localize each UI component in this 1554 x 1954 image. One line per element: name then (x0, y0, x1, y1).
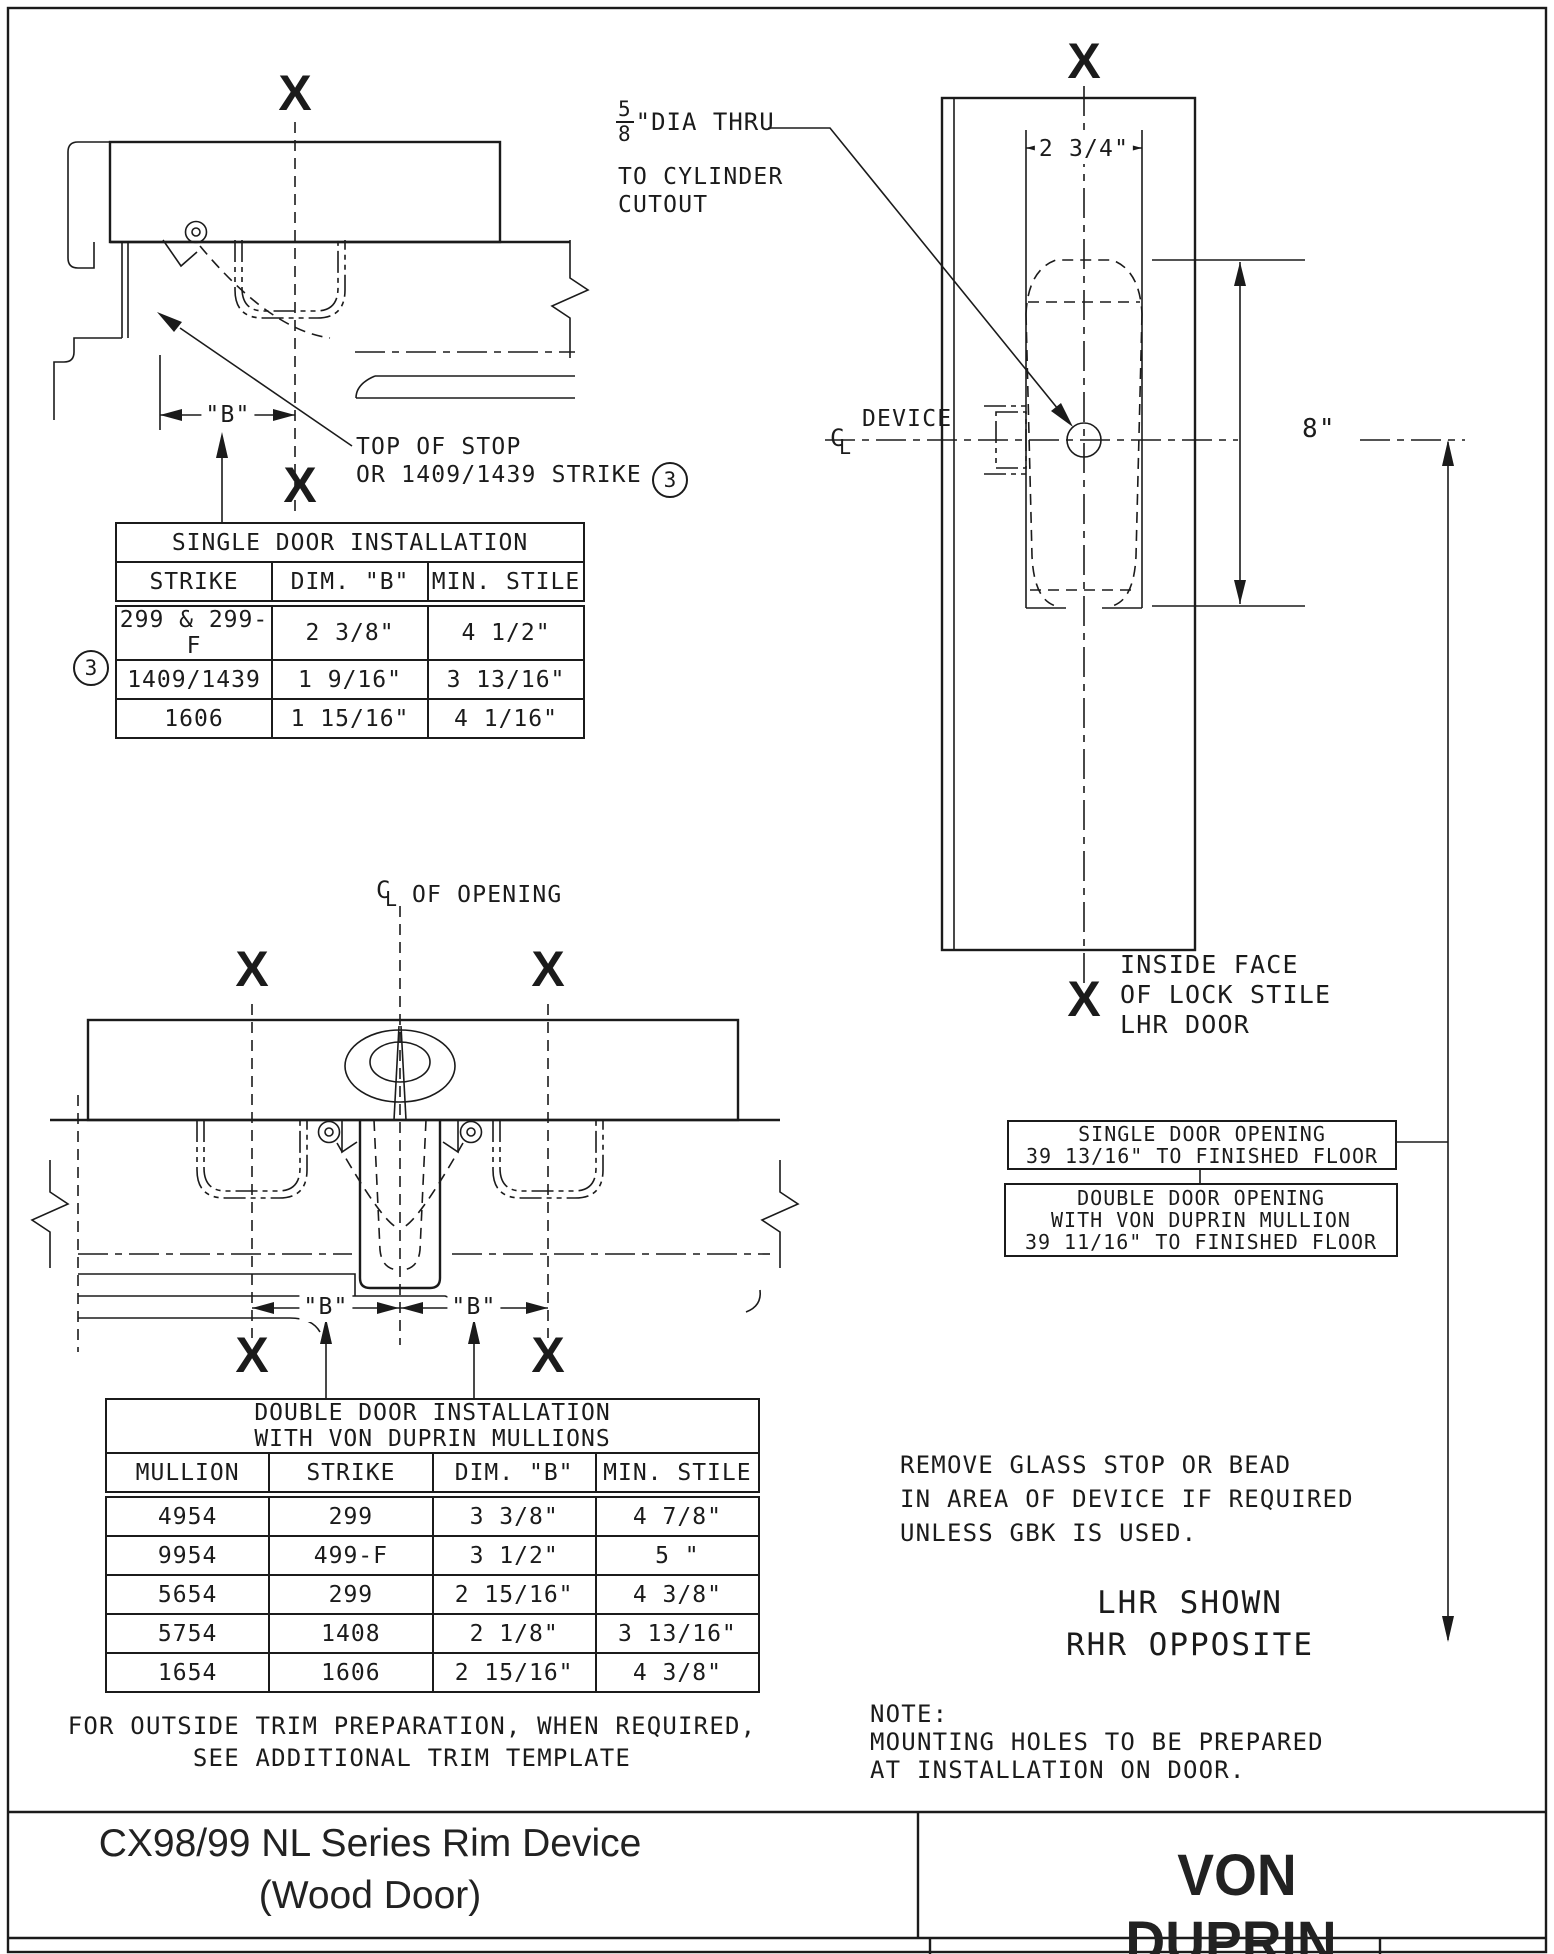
table-cell: 4 3/8" (594, 1574, 761, 1615)
table-cell: 4954 (104, 1493, 271, 1537)
table-title: SINGLE DOOR INSTALLATION (115, 522, 585, 563)
section-marker-x-bottom-left: X (283, 457, 317, 513)
table-cell: 1654 (104, 1652, 271, 1693)
table-cell: 299 (268, 1493, 434, 1537)
dim-b-label-single: "B" (201, 402, 255, 430)
trim-note-line1: FOR OUTSIDE TRIM PREPARATION, WHEN REQUI… (67, 1712, 757, 1740)
dim-b-label-left: "B" (299, 1294, 353, 1322)
single-door-opening-box: SINGLE DOOR OPENING 39 13/16" TO FINISHE… (1007, 1120, 1397, 1170)
product-title-line1: CX98/99 NL Series Rim Device (98, 1822, 642, 1865)
table-cell: 299 (268, 1574, 434, 1615)
table-cell: 299 & 299-F (115, 602, 273, 661)
section-marker-x-left-lower: X (235, 1327, 269, 1383)
table-column-header: STRIKE (268, 1452, 434, 1498)
section-marker-x-door-bottom: X (1067, 971, 1101, 1027)
table-cell: 499-F (268, 1535, 434, 1576)
double-door-section-view (30, 906, 800, 1398)
product-title-line2: (Wood Door) (258, 1874, 482, 1917)
trim-note-line2: SEE ADDITIONAL TRIM TEMPLATE (192, 1744, 632, 1772)
section-marker-x-right-upper: X (531, 941, 565, 997)
table-cell: 3 13/16" (594, 1613, 761, 1654)
table-cell: 2 3/8" (271, 602, 429, 661)
table-column-header: MIN. STILE (427, 561, 585, 607)
ref-bubble-3-callout: 3 (652, 462, 688, 498)
device-centerline-label: DEVICE (862, 406, 953, 432)
table-column-header: DIM. "B" (431, 1452, 597, 1498)
table-cell: 4 7/8" (594, 1493, 761, 1537)
section-marker-x-top-right: X (1067, 33, 1101, 89)
cylinder-hole-callout: 5 8 "DIA THRU (616, 97, 775, 146)
ref-bubble-3-row: 3 (73, 650, 109, 686)
cylinder-callout-line2: TO CYLINDER (618, 164, 784, 190)
single-door-section-view (53, 122, 590, 522)
table-cell: 9954 (104, 1535, 271, 1576)
table-cell: 1408 (268, 1613, 434, 1654)
table-column-header: MIN. STILE (594, 1452, 761, 1498)
width-dimension: 2 3/4" (1034, 136, 1134, 164)
page-border (6, 6, 1548, 1954)
table-cell: 1606 (115, 698, 273, 739)
table-cell: 3 3/8" (431, 1493, 597, 1537)
opening-centerline-label: OF OPENING (412, 882, 563, 908)
table-cell: 5 " (594, 1535, 761, 1576)
table-column-header: MULLION (104, 1452, 271, 1498)
height-dimension: 8" (1298, 414, 1340, 446)
table-cell: 3 13/16" (427, 659, 585, 700)
cylinder-callout-line3: CUTOUT (618, 192, 709, 218)
dia-fraction: 5 8 (616, 97, 634, 146)
callout-strike: OR 1409/1439 STRIKE (356, 462, 642, 488)
brand-logo: VON DUPRIN® (1125, 1843, 1337, 1954)
table-cell: 3 1/2" (431, 1535, 597, 1576)
section-marker-x-top-left: X (278, 65, 312, 121)
table-cell: 2 15/16" (431, 1652, 597, 1693)
table-column-header: STRIKE (115, 561, 273, 607)
table-cell: 4 1/2" (427, 602, 585, 661)
table-cell: 4 1/16" (427, 698, 585, 739)
table-cell: 1 15/16" (271, 698, 429, 739)
table-cell: 1606 (268, 1652, 434, 1693)
table-cell: 5754 (104, 1613, 271, 1654)
table-cell: 4 3/8" (594, 1652, 761, 1693)
table-cell: 2 15/16" (431, 1574, 597, 1615)
table-cell: 1409/1439 (115, 659, 273, 700)
double-door-opening-box: DOUBLE DOOR OPENING WITH VON DUPRIN MULL… (1004, 1183, 1398, 1257)
section-marker-x-right-lower: X (531, 1327, 565, 1383)
dim-b-label-right: "B" (447, 1294, 501, 1322)
door-elevation-view (768, 86, 1465, 1642)
table-column-header: DIM. "B" (271, 561, 429, 607)
callout-top-of-stop: TOP OF STOP (356, 434, 522, 460)
section-marker-x-left-upper: X (235, 941, 269, 997)
table-cell: 1 9/16" (271, 659, 429, 700)
table-cell: 5654 (104, 1574, 271, 1615)
table-cell: 2 1/8" (431, 1613, 597, 1654)
